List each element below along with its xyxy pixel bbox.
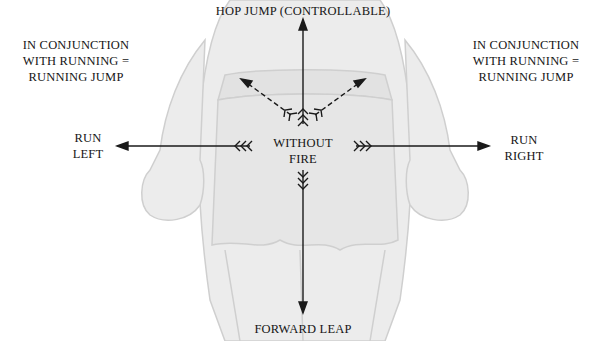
- control-label: IN CONJUNCTION WITH RUNNING = RUNNING JU…: [460, 37, 592, 85]
- control-label: IN CONJUNCTION WITH RUNNING = RUNNING JU…: [10, 37, 142, 85]
- control-label: RUN LEFT: [60, 130, 116, 162]
- control-label: WITHOUT FIRE: [266, 135, 340, 167]
- control-label: FORWARD LEAP: [233, 321, 373, 337]
- direction-arrows: [117, 19, 489, 313]
- control-label: RUN RIGHT: [495, 132, 553, 164]
- control-label: HOP JUMP (CONTROLLABLE): [193, 3, 413, 19]
- caveman-figure: [142, 0, 469, 341]
